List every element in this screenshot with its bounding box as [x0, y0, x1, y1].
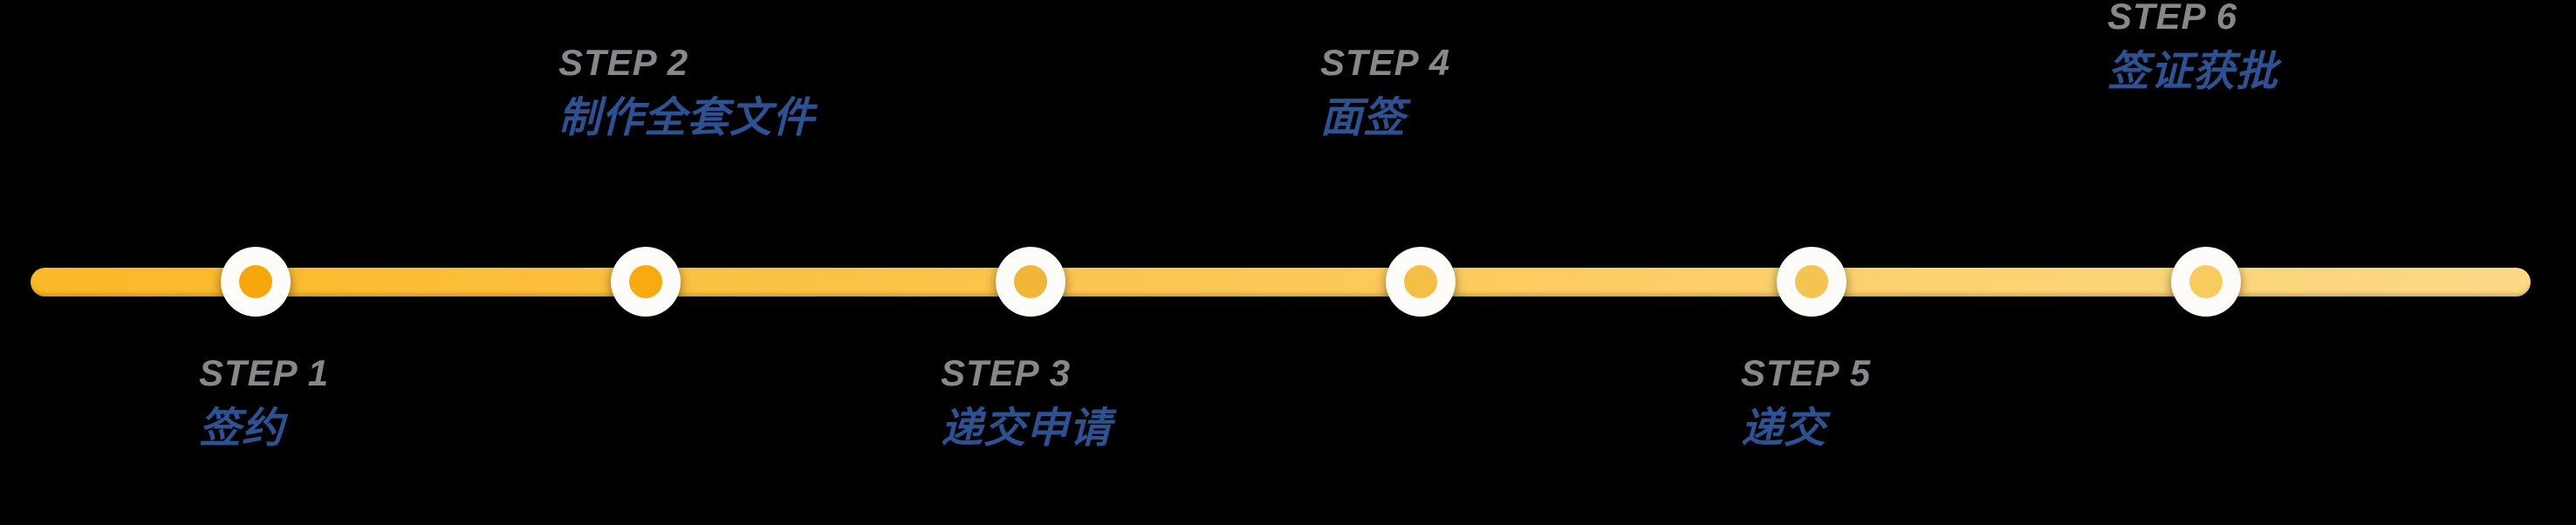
timeline-node-5 [1777, 247, 1846, 317]
step-block-1: STEP 1 签约 [199, 354, 329, 451]
step-block-3: STEP 3 递交申请 [941, 354, 1112, 451]
node-dot-3 [1014, 265, 1047, 298]
step-number-label: STEP 5 [1741, 352, 1872, 393]
step-name-label: 签证获批 [2107, 49, 2279, 95]
step-name-label: 签约 [199, 406, 285, 452]
step-name-label: 制作全套文件 [558, 95, 816, 141]
step-number-label: STEP 4 [1320, 42, 1451, 83]
timeline-node-4 [1386, 247, 1456, 317]
step-number-label: STEP 3 [941, 352, 1072, 393]
timeline-node-6 [2171, 247, 2241, 317]
timeline-node-2 [611, 247, 681, 317]
step-number-label: STEP 6 [2107, 0, 2238, 37]
step-block-5: STEP 5 递交 [1741, 354, 1871, 451]
step-block-6: STEP 6 签证获批 [2107, 0, 2278, 94]
timeline-node-3 [996, 247, 1065, 317]
timeline-bar [31, 268, 2531, 297]
step-number-label: STEP 2 [558, 42, 689, 83]
node-dot-4 [1404, 265, 1437, 298]
step-name-label: 递交申请 [941, 406, 1113, 452]
timeline-node-1 [221, 247, 291, 317]
step-block-4: STEP 4 面签 [1320, 44, 1450, 140]
node-dot-5 [1795, 265, 1828, 298]
node-dot-2 [629, 265, 662, 298]
step-name-label: 面签 [1320, 95, 1407, 141]
node-dot-6 [2189, 265, 2223, 298]
step-number-label: STEP 1 [199, 352, 330, 393]
step-block-2: STEP 2 制作全套文件 [558, 44, 815, 140]
step-name-label: 递交 [1741, 406, 1827, 452]
node-dot-1 [239, 265, 272, 298]
